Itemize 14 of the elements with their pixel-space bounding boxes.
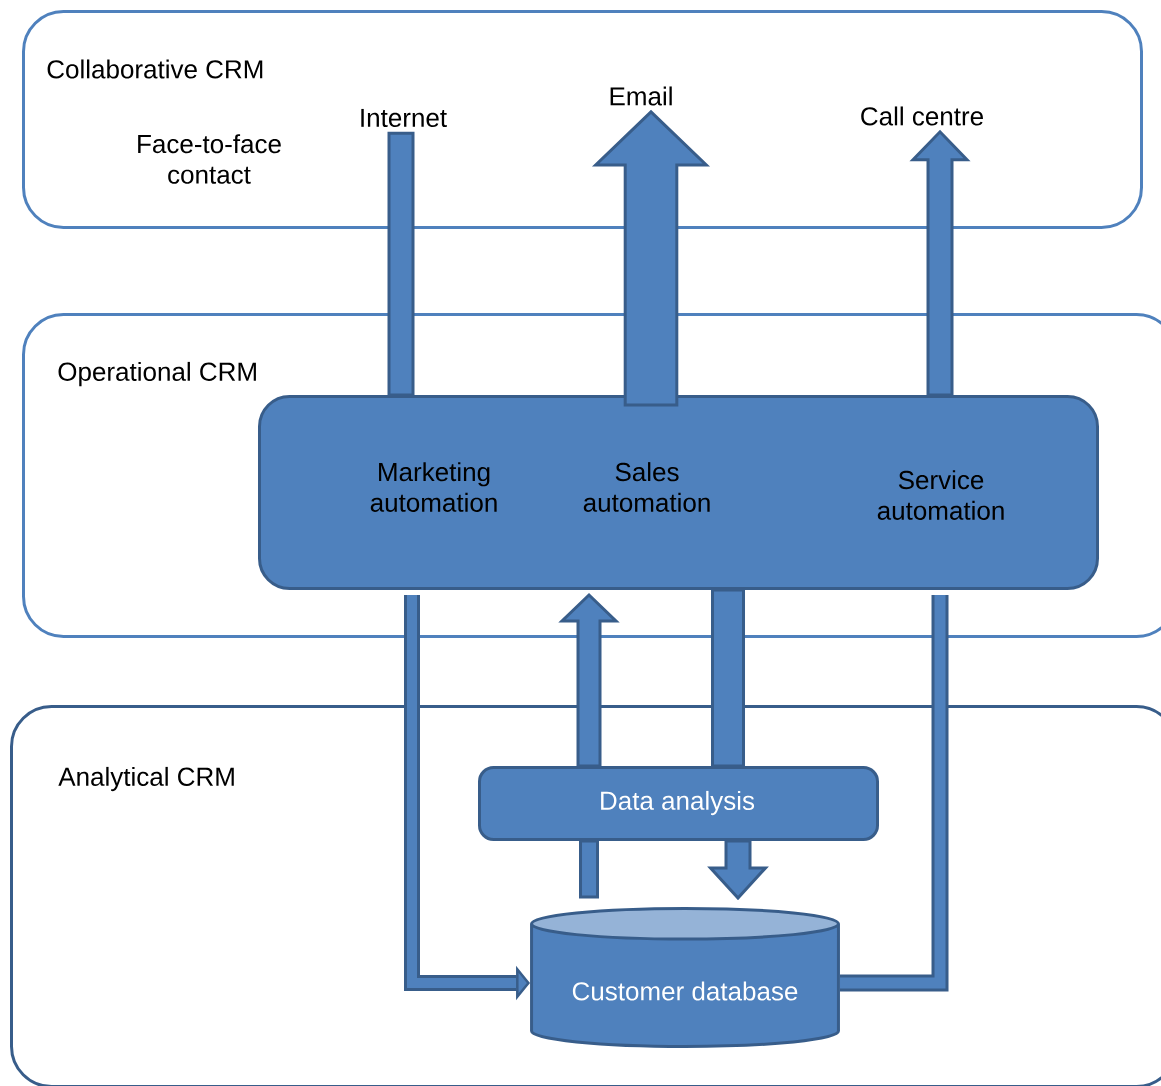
database-cylinder: Customer database bbox=[530, 906, 840, 1048]
label-text: Call centre bbox=[861, 106, 983, 126]
process-box: Data analysis bbox=[478, 766, 879, 841]
block-arrow bbox=[558, 592, 620, 768]
label-text: Face-to-face contact bbox=[138, 134, 281, 184]
block-arrow bbox=[711, 588, 745, 768]
block-arrow bbox=[579, 839, 599, 899]
block-arrow bbox=[707, 839, 769, 901]
block-arrow bbox=[387, 131, 415, 397]
block-arrow bbox=[909, 129, 971, 397]
process-box: Marketing automation Sales automation Service automation bbox=[258, 395, 1099, 590]
block-arrow bbox=[592, 109, 711, 407]
label-text: Email bbox=[610, 86, 672, 106]
label-text: Internet bbox=[361, 108, 447, 128]
